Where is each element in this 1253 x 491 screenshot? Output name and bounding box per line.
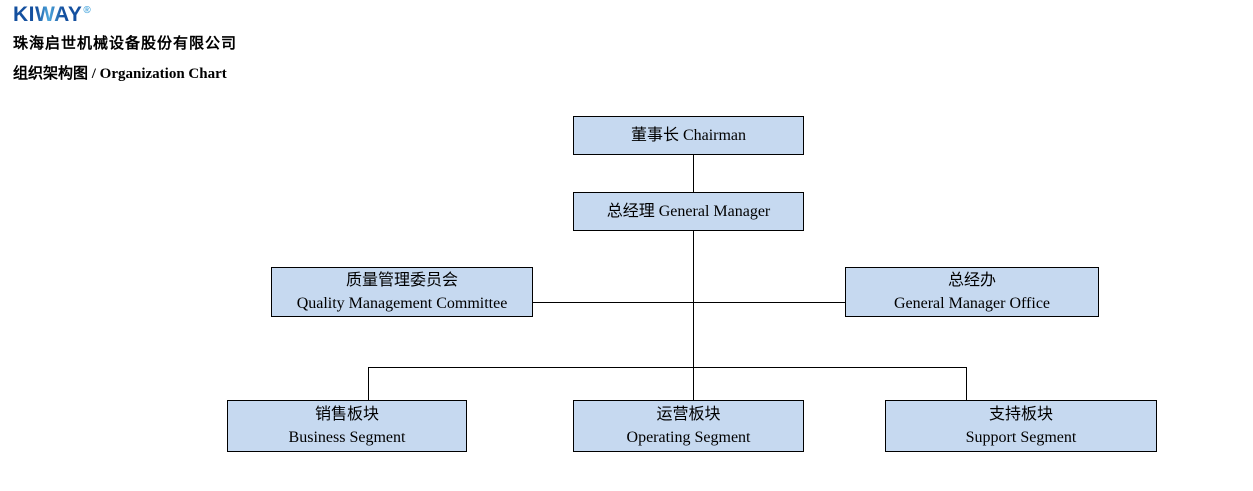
- org-node-business-segment: 销售板块 Business Segment: [227, 400, 467, 452]
- node-label-en: Business Segment: [288, 429, 406, 446]
- connector-drop-support-segment: [966, 367, 967, 400]
- chart-title: 组织架构图 / Organization Chart: [13, 66, 227, 82]
- registered-trademark-icon: ®: [83, 5, 91, 16]
- node-label-en: General Manager Office: [893, 295, 1051, 312]
- logo-text: KIWAY: [13, 3, 83, 26]
- connector-bottom-horizontal: [368, 367, 967, 368]
- node-label: 总经理 General Manager: [606, 203, 771, 220]
- node-label-en: Quality Management Committee: [296, 295, 508, 312]
- node-label-zh: 质量管理委员会: [345, 272, 458, 289]
- org-node-chairman: 董事长 Chairman: [573, 116, 804, 155]
- node-label: 董事长 Chairman: [630, 127, 747, 144]
- org-node-quality-management-committee: 质量管理委员会 Quality Management Committee: [271, 267, 533, 317]
- connector-chairman-to-general-manager: [693, 155, 694, 192]
- node-label-en: Support Segment: [965, 429, 1077, 446]
- org-node-general-manager-office: 总经办 General Manager Office: [845, 267, 1099, 317]
- node-label-en: Operating Segment: [626, 429, 751, 446]
- org-node-operating-segment: 运营板块 Operating Segment: [573, 400, 804, 452]
- node-label-zh: 总经办: [947, 272, 996, 289]
- company-name: 珠海启世机械设备股份有限公司: [13, 35, 238, 52]
- org-node-support-segment: 支持板块 Support Segment: [885, 400, 1157, 452]
- connector-middle-horizontal: [533, 302, 845, 303]
- node-label-zh: 销售板块: [314, 406, 379, 423]
- node-label-zh: 支持板块: [988, 406, 1053, 423]
- org-node-general-manager: 总经理 General Manager: [573, 192, 804, 231]
- kiway-logo: KIWAY®: [13, 3, 91, 27]
- node-label-zh: 运营板块: [656, 406, 721, 423]
- connector-general-manager-trunk: [693, 231, 694, 400]
- connector-drop-business-segment: [368, 367, 369, 400]
